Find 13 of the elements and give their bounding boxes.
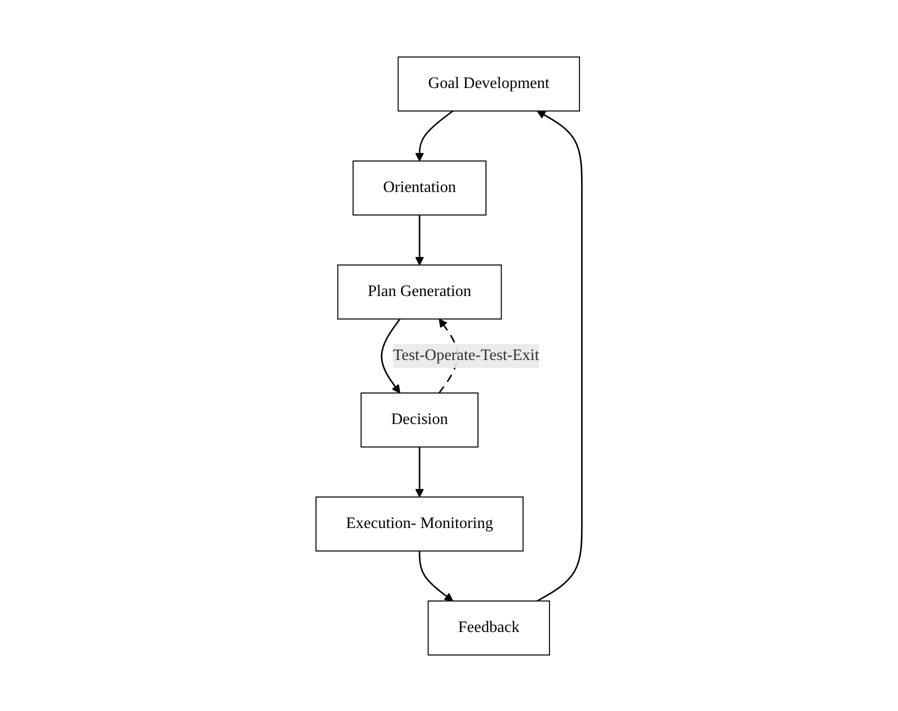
node-box: Feedback <box>428 600 550 655</box>
arrow <box>415 214 424 265</box>
arrow <box>380 318 401 393</box>
edge-label: Test-Operate-Test-Exit <box>393 346 540 364</box>
node-box: Decision <box>360 392 479 447</box>
arrow <box>415 446 424 497</box>
arrow <box>536 110 583 602</box>
node-box: Plan Generation <box>337 264 502 319</box>
node-box: Goal Development <box>398 56 580 111</box>
arrow <box>418 550 454 601</box>
node-box: Execution- Monitoring <box>316 496 524 551</box>
node-box: Orientation <box>352 160 487 215</box>
arrow <box>415 110 454 161</box>
